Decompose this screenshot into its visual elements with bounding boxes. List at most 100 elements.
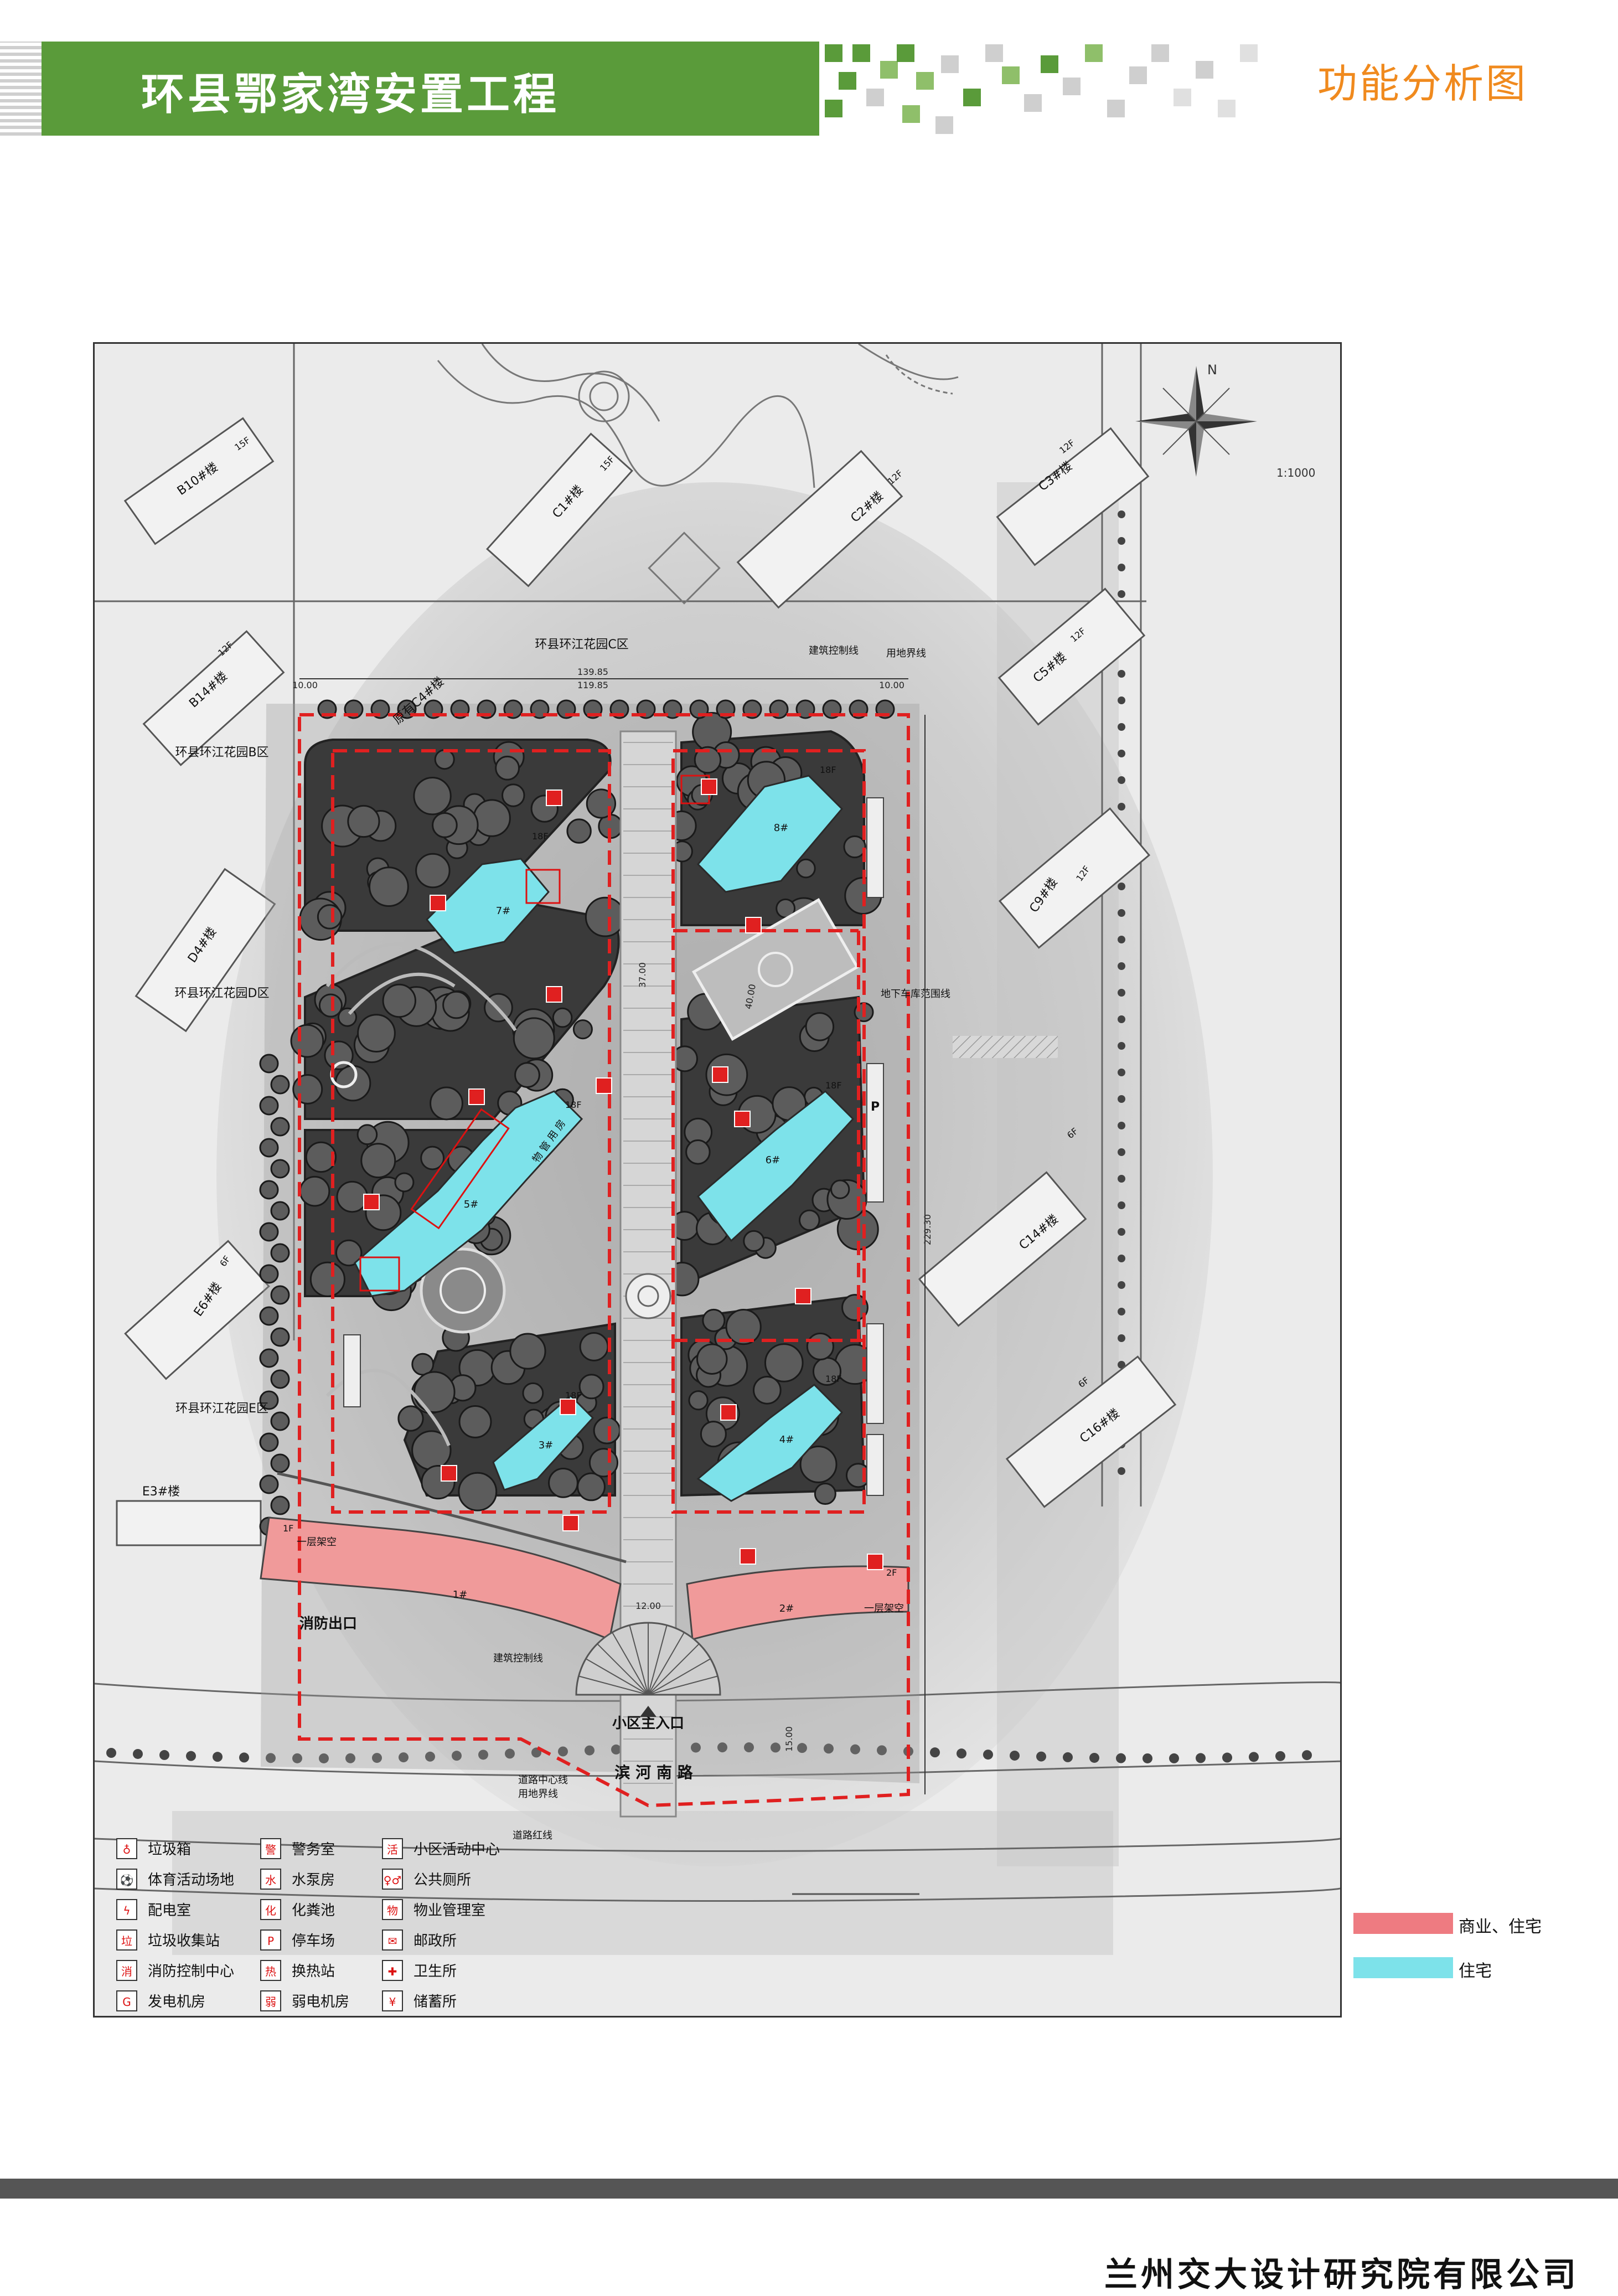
- street-tree: [1118, 776, 1125, 784]
- street-tree: [1118, 803, 1125, 811]
- street-tree: [478, 1750, 488, 1760]
- street-tree: [1118, 1122, 1125, 1129]
- facility-marker: [795, 1288, 811, 1304]
- tree-canopy: [513, 1017, 555, 1060]
- mosaic-tile: [880, 61, 898, 79]
- swatch-residential: [1353, 1957, 1453, 1978]
- facility-marker: [734, 1111, 751, 1127]
- street-tree: [345, 1753, 355, 1763]
- street-tree: [1118, 696, 1125, 704]
- heat-exchange-icon-glyph: 热: [265, 1965, 276, 1978]
- dim-12: 12.00: [635, 1601, 661, 1611]
- police-icon-glyph: 警: [265, 1843, 276, 1856]
- street-tree: [1118, 1255, 1125, 1262]
- basketball-court: [692, 897, 859, 1041]
- tree-canopy: [259, 1264, 279, 1284]
- dim-10-left: 10.00: [292, 680, 318, 690]
- heat-exchange-icon: [260, 1960, 281, 1981]
- facility-marker: [740, 1548, 756, 1565]
- tree-canopy: [572, 1019, 593, 1040]
- street-tree: [1036, 1751, 1046, 1762]
- floor-18f-a: 18F: [532, 831, 549, 842]
- generator-icon-glyph: G: [122, 1995, 131, 2009]
- legend-label: 水泵房: [292, 1872, 335, 1889]
- facility-marker: [430, 895, 446, 911]
- street-tree: [1118, 989, 1125, 997]
- power-room-icon: [116, 1899, 137, 1920]
- legend-label: 卫生所: [413, 1963, 457, 1980]
- legend-label: 邮政所: [413, 1933, 457, 1949]
- tree-canopy: [413, 777, 452, 816]
- street-tree: [1118, 1175, 1125, 1183]
- tree-canopy: [577, 1472, 606, 1502]
- neighbor-buildings: [116, 417, 1177, 1546]
- tree-canopy: [270, 1495, 290, 1515]
- street-tree: [1143, 1753, 1152, 1763]
- tree-canopy: [394, 1172, 415, 1193]
- dim-139: 139.85: [577, 667, 608, 677]
- facility-marker: [468, 1088, 485, 1105]
- tree-canopy: [799, 1446, 838, 1483]
- legend-label: 小区活动中心: [413, 1841, 500, 1858]
- label-road-red-line: 道路红线: [513, 1830, 552, 1841]
- tree-canopy: [369, 866, 409, 907]
- street-tree: [611, 1744, 621, 1755]
- floor-18f-b: 18F: [820, 765, 836, 775]
- water-pump-icon: [260, 1869, 281, 1890]
- tree-canopy: [566, 818, 592, 844]
- label-main-entrance: 小区主入口: [612, 1715, 684, 1732]
- street-tree: [425, 1751, 435, 1762]
- street-tree: [983, 1750, 993, 1760]
- post-office-icon: [382, 1929, 403, 1951]
- sports-icon: [116, 1869, 137, 1890]
- facility-marker: [596, 1077, 612, 1094]
- label-area-d: 环县环江花园D区: [175, 987, 270, 1000]
- street-tree: [1118, 1334, 1125, 1342]
- dim-229: 229.30: [922, 1214, 933, 1245]
- tree-canopy: [270, 1453, 290, 1473]
- label-building-control-line: 建筑控制线: [809, 645, 859, 657]
- tree-canopy: [259, 1180, 279, 1200]
- label-area-b: 环县环江花园B区: [175, 746, 268, 760]
- street-tree: [717, 1742, 727, 1753]
- legend-label: 配电室: [148, 1902, 191, 1919]
- tree-canopy: [579, 1332, 609, 1361]
- tree-canopy: [259, 1432, 279, 1452]
- tree-canopy: [514, 1062, 540, 1088]
- tree-canopy: [360, 1143, 396, 1179]
- mosaic-tile: [1196, 61, 1213, 79]
- tree-canopy: [290, 1024, 324, 1058]
- unit-5: 5#: [464, 1199, 479, 1210]
- fire-control-icon: [116, 1960, 137, 1981]
- label-void-2: 一层架空: [864, 1603, 904, 1614]
- mosaic-tile: [963, 89, 981, 106]
- residential-towers: [354, 775, 855, 1502]
- mosaic-tile: [1218, 100, 1236, 117]
- label-building-control-line-2: 建筑控制线: [493, 1653, 543, 1664]
- dim-15: 15.00: [784, 1726, 794, 1752]
- mosaic-tile: [935, 116, 953, 134]
- street-tree: [1118, 750, 1125, 757]
- unit-2: 2#: [779, 1603, 794, 1614]
- mosaic-tile: [825, 44, 842, 62]
- tree-canopy: [270, 1075, 290, 1095]
- facility-marker: [562, 1515, 579, 1531]
- tree-canopy: [259, 1096, 279, 1116]
- label-land-boundary-2: 用地界线: [518, 1788, 558, 1800]
- tree-canopy: [796, 858, 816, 879]
- street-tree: [1249, 1752, 1259, 1762]
- tree-canopy: [702, 1308, 726, 1333]
- tree-canopy: [432, 812, 458, 838]
- street-tree: [452, 1751, 462, 1761]
- tree-canopy: [548, 1467, 578, 1498]
- site-plan-map: P N 1:1000 环县环江花园C区 环县环江花园B区 环县环江花园D区 环县…: [93, 342, 1342, 2018]
- legend-label: 体育活动场地: [148, 1872, 234, 1889]
- tree-canopy: [270, 1201, 290, 1221]
- floor-18f-d: 18F: [825, 1080, 842, 1091]
- tree-canopy: [685, 1139, 711, 1165]
- mosaic-tile: [1041, 55, 1058, 73]
- plaza-ray: [648, 1625, 668, 1695]
- trash-bin-icon: [116, 1838, 137, 1859]
- property-icon-glyph: 物: [387, 1904, 398, 1917]
